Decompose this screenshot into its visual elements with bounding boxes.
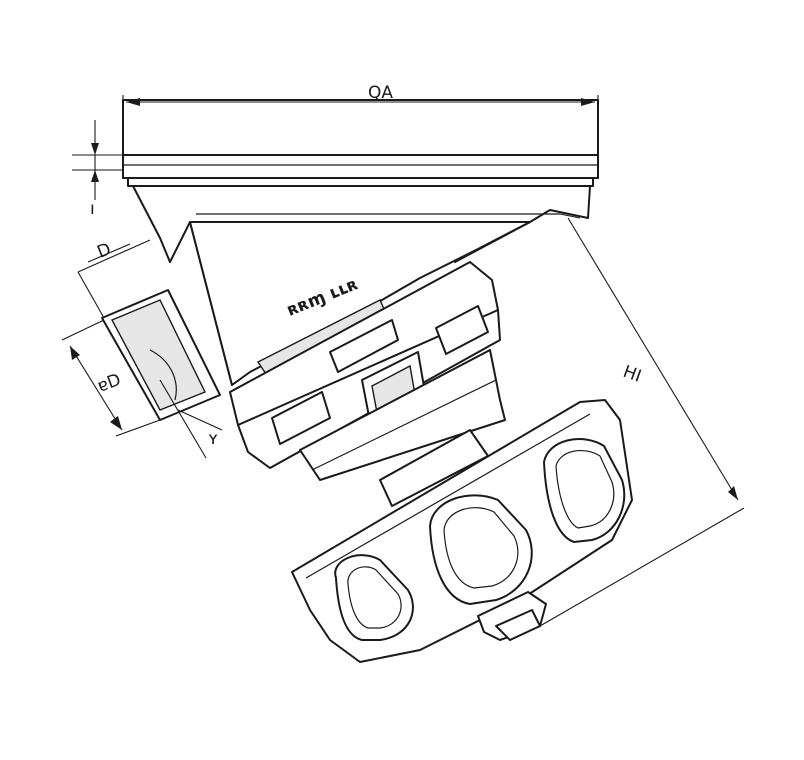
coupling-block [229, 261, 501, 469]
top-mounting-plate [122, 99, 599, 187]
dim-label-side-upper: D [94, 239, 114, 262]
dim-label-height: ΗΙ [620, 362, 644, 387]
finned-head [291, 399, 633, 663]
dim-label-small: ʏ [208, 429, 218, 449]
dim-label-tick: ı [90, 199, 95, 219]
fin-left [334, 554, 414, 641]
side-boss [101, 289, 221, 421]
dim-label-width: QA [368, 83, 393, 103]
fin-middle [429, 494, 533, 605]
